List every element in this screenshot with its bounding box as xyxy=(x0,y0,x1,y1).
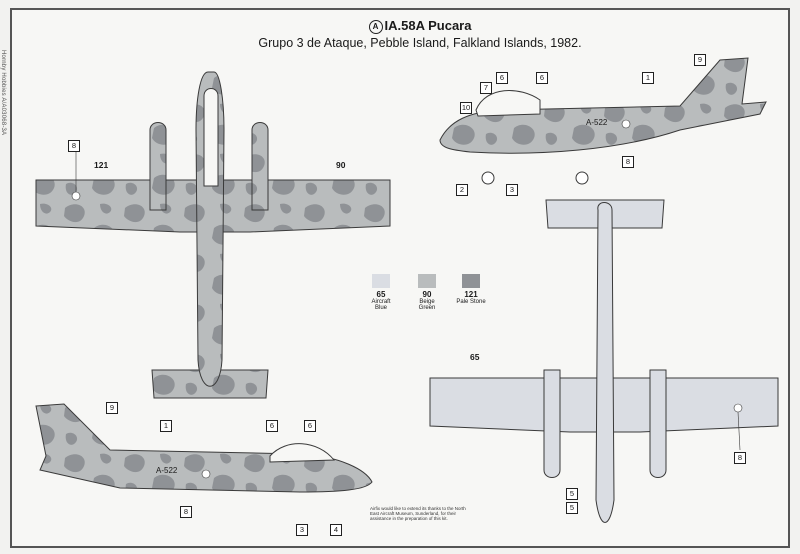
callout-side-right-8: 8 xyxy=(622,156,634,168)
legend-code: 90 xyxy=(422,290,432,299)
top-view-nacelle-left xyxy=(149,122,167,211)
callout-side-right-9: 9 xyxy=(694,54,706,66)
legend-name: Aircraft Blue xyxy=(371,299,391,311)
callout-side-left-1: 1 xyxy=(160,420,172,432)
bottom-view-leader xyxy=(737,411,741,451)
legend-code: 121 xyxy=(464,290,478,299)
side-left-fuselage xyxy=(35,403,373,493)
legend-item-121: 121 Pale Stone xyxy=(456,274,486,305)
side-right-canopy xyxy=(475,90,541,117)
top-view-roundel xyxy=(71,191,81,201)
callout-side-left-6a: 6 xyxy=(266,420,278,432)
legend-code: 65 xyxy=(376,290,386,299)
callout-side-right-3: 3 xyxy=(506,184,518,196)
brand-logo-icon: A xyxy=(368,20,383,34)
callout-side-left-3: 3 xyxy=(296,524,308,536)
side-left-roundel xyxy=(201,469,211,479)
top-view-aircraft xyxy=(35,71,391,399)
legend-item-65: 65 Aircraft Blue xyxy=(366,274,396,311)
callout-bottom-8: 8 xyxy=(734,452,746,464)
top-view-label-121: 121 xyxy=(94,160,109,170)
legend-name: Pale Stone xyxy=(456,299,486,305)
aircraft-title: IA.58A Pucara xyxy=(384,18,472,33)
bottom-view-nacelle-left xyxy=(543,369,561,478)
side-right-nose-wheel xyxy=(481,171,495,185)
bottom-view-aircraft xyxy=(429,199,779,523)
top-view-nacelle-right xyxy=(251,122,269,211)
bottom-view-roundel xyxy=(733,403,743,413)
callout-top-8: 8 xyxy=(68,140,80,152)
callout-bottom-5a: 5 xyxy=(566,488,578,500)
callout-side-right-1: 1 xyxy=(642,72,654,84)
credit-text: Airfix would like to extend its thanks t… xyxy=(370,506,466,521)
page-subtitle: Grupo 3 de Ataque, Pebble Island, Falkla… xyxy=(258,36,582,50)
legend-name: Beige Green xyxy=(418,299,436,311)
callout-side-right-6b: 6 xyxy=(536,72,548,84)
side-left-canopy xyxy=(269,443,336,463)
side-right-serial: A-522 xyxy=(586,118,608,127)
callout-bottom-5b: 5 xyxy=(566,502,578,514)
callout-side-left-8: 8 xyxy=(180,506,192,518)
side-right-roundel xyxy=(621,119,631,129)
legend-swatch xyxy=(462,274,480,288)
bottom-view-label-65: 65 xyxy=(470,352,480,362)
callout-side-right-7: 7 xyxy=(480,82,492,94)
legend-item-90: 90 Beige Green xyxy=(412,274,442,311)
side-left-serial: A-522 xyxy=(156,466,178,475)
bottom-view-fuselage xyxy=(595,202,615,523)
legend-swatch xyxy=(418,274,436,288)
callout-side-right-10: 10 xyxy=(460,102,472,114)
side-right-main-wheel xyxy=(575,171,589,185)
callout-side-left-9: 9 xyxy=(106,402,118,414)
side-view-left-aircraft xyxy=(35,403,373,493)
callout-side-right-2: 2 xyxy=(456,184,468,196)
legend-swatch xyxy=(372,274,390,288)
callout-side-left-6b: 6 xyxy=(304,420,316,432)
top-view-label-90: 90 xyxy=(336,160,346,170)
callout-side-left-4: 4 xyxy=(330,524,342,536)
top-view-canopy xyxy=(203,88,219,187)
bottom-view-nacelle-right xyxy=(649,369,667,478)
callout-side-right-6a: 6 xyxy=(496,72,508,84)
